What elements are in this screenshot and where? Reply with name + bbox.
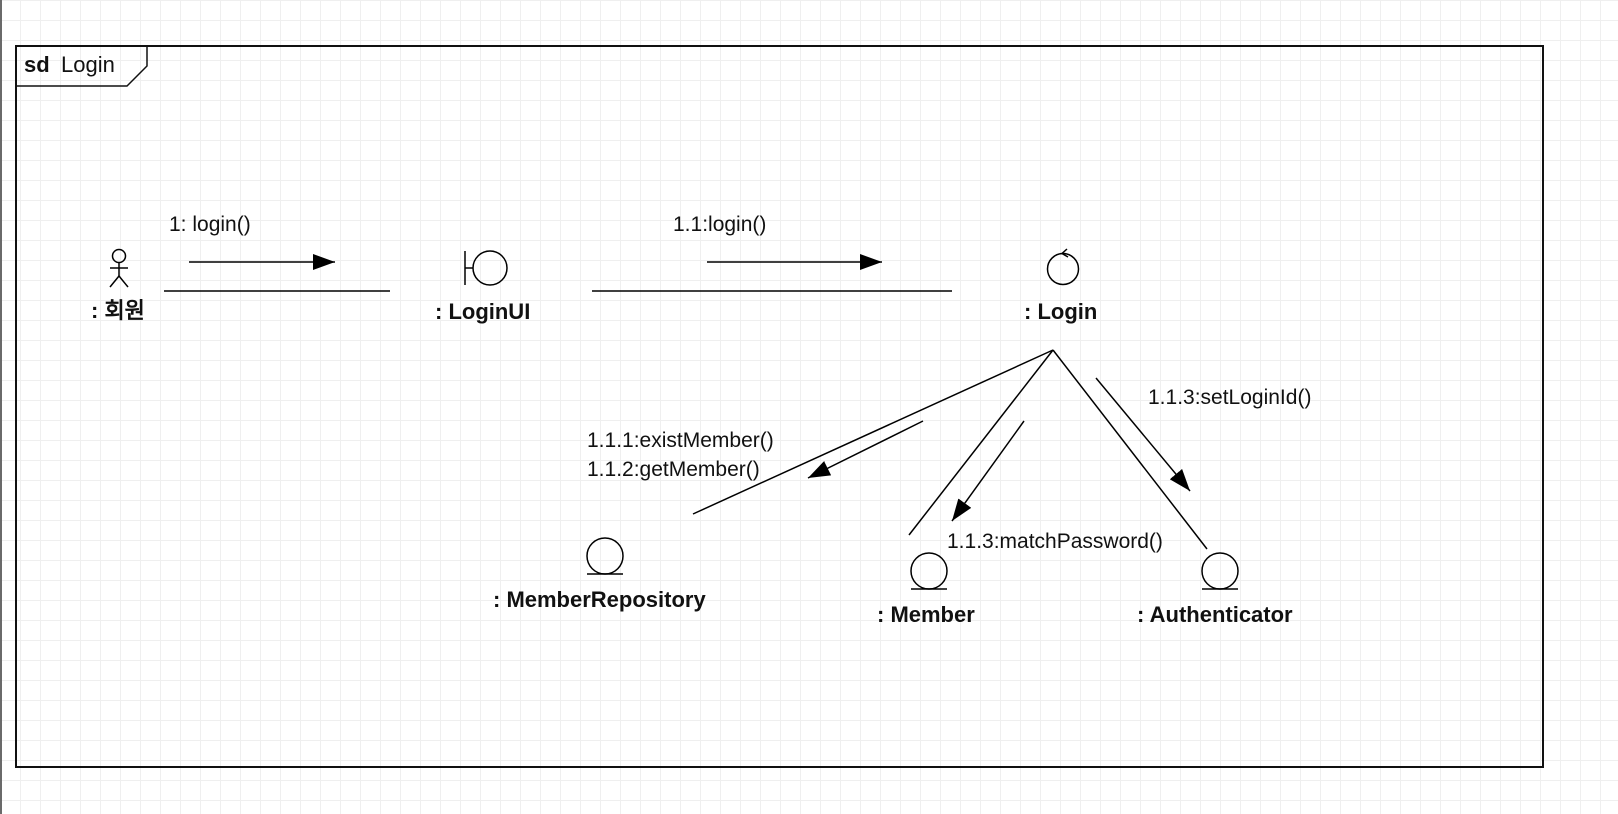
sd-frame: [15, 45, 1544, 768]
object-label-member[interactable]: : Member: [877, 602, 975, 627]
message-label-1-1-3-match: 1.1.3:matchPassword(): [947, 530, 1163, 553]
frame-keyword: sd: [24, 52, 50, 77]
entity-icon-authenticator[interactable]: [1201, 552, 1239, 590]
message-label-1-1-1: 1.1.1:existMember(): [587, 429, 774, 452]
entity-icon-member-repository[interactable]: [586, 537, 624, 575]
entity-icon-member[interactable]: [910, 552, 948, 590]
boundary-icon[interactable]: [464, 250, 508, 286]
object-label-loginui[interactable]: : LoginUI: [435, 299, 531, 324]
link-login-authenticator[interactable]: [1052, 349, 1208, 550]
object-label-actor[interactable]: : 회원: [91, 298, 145, 323]
message-arrow-1-1-1[interactable]: [807, 420, 924, 479]
message-arrow-1-1-3-match[interactable]: [951, 420, 1025, 522]
frame-title: Login: [61, 52, 115, 77]
link-login-memberrepository[interactable]: [692, 349, 1054, 515]
message-label-1-1-2: 1.1.2:getMember(): [587, 458, 760, 481]
message-arrow-1-1-3-set[interactable]: [1095, 377, 1191, 492]
object-label-authenticator[interactable]: : Authenticator: [1137, 602, 1293, 627]
sd-frame-tab: [16, 45, 148, 87]
message-label-1-1: 1.1:login(): [673, 213, 767, 236]
window-left-edge: [0, 0, 2, 814]
object-label-memberrepository[interactable]: : MemberRepository: [493, 587, 706, 612]
control-icon[interactable]: [1046, 248, 1080, 286]
message-label-1: 1: login(): [169, 213, 251, 236]
message-label-1-1-3-set: 1.1.3:setLoginId(): [1148, 386, 1312, 409]
link-login-member[interactable]: [908, 349, 1054, 536]
actor-icon[interactable]: [109, 248, 129, 288]
object-label-login[interactable]: : Login: [1024, 299, 1098, 324]
